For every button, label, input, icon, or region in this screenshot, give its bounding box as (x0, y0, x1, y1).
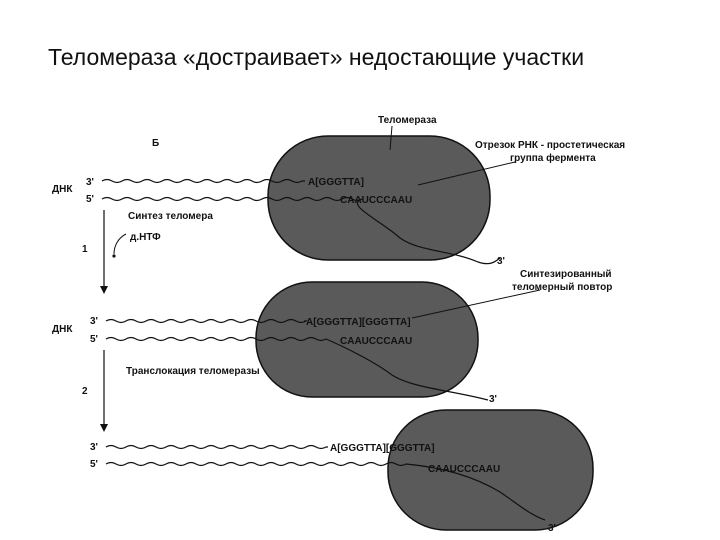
stage3-five-prime: 5' (90, 459, 98, 470)
stage1-rna-seq: CAAUCCCAAU (340, 195, 412, 206)
enzyme-label: Теломераза (378, 115, 437, 126)
stage1-five-prime: 5' (86, 194, 94, 205)
step1-label: Синтез теломера (128, 211, 213, 222)
step2-arrow-head (100, 424, 108, 432)
enzyme-leader-line (389, 125, 393, 151)
stage2-dna-seq: A[GGGTTA][GGGTTA] (306, 317, 411, 328)
stage3-three-prime-end: 3' (548, 523, 556, 534)
stage3-three-prime: 3' (90, 442, 98, 453)
stage2-strand-top (105, 318, 309, 324)
step1-arrow-head (100, 286, 108, 294)
stage2-dna-label: ДНК (52, 324, 73, 335)
slide-title: Теломераза «достраивает» недостающие уча… (48, 44, 585, 70)
stage1-dna-seq: A[GGGTTA] (308, 177, 364, 188)
dntp-arrow (113, 233, 127, 255)
stage1-dna-label: ДНК (52, 184, 73, 195)
stage2-five-prime: 5' (90, 334, 98, 345)
rna-leader-line (417, 161, 516, 186)
stage1-strand-top (101, 178, 305, 184)
stage2-strand-bottom (105, 336, 489, 401)
dntp-dot (112, 254, 116, 258)
stage3-dna-seq: A[GGGTTA][GGGTTA] (330, 443, 435, 454)
stage2-rna-seq: CAAUCCCAAU (340, 336, 412, 347)
stage1-three-prime-end: 3' (497, 256, 505, 267)
synth-leader-line (411, 289, 541, 319)
panel-label: Б (152, 138, 159, 149)
stage2-three-prime-end: 3' (489, 394, 497, 405)
rna-label-line2: группа фермента (510, 152, 596, 164)
dntp-label: д.НТФ (130, 232, 161, 243)
stage3-rna-seq: CAAUCCCAAU (428, 464, 500, 475)
stage3-strand-top (105, 444, 328, 450)
stage3-strand-bottom (105, 461, 546, 521)
synth-label-line2: теломерный повтор (512, 282, 612, 293)
synth-label-line1: Синтезированный (520, 269, 612, 280)
stage2-three-prime: 3' (90, 316, 98, 327)
telomerase-blob-stage3 (387, 409, 594, 531)
step2-number: 2 (82, 386, 88, 397)
rna-label-line1: Отрезок РНК - простетическая (475, 140, 625, 151)
step1-number: 1 (82, 244, 88, 255)
stage1-three-prime: 3' (86, 177, 94, 188)
stage1-strand-bottom (101, 196, 501, 265)
step2-label: Транслокация теломеразы (126, 366, 260, 377)
